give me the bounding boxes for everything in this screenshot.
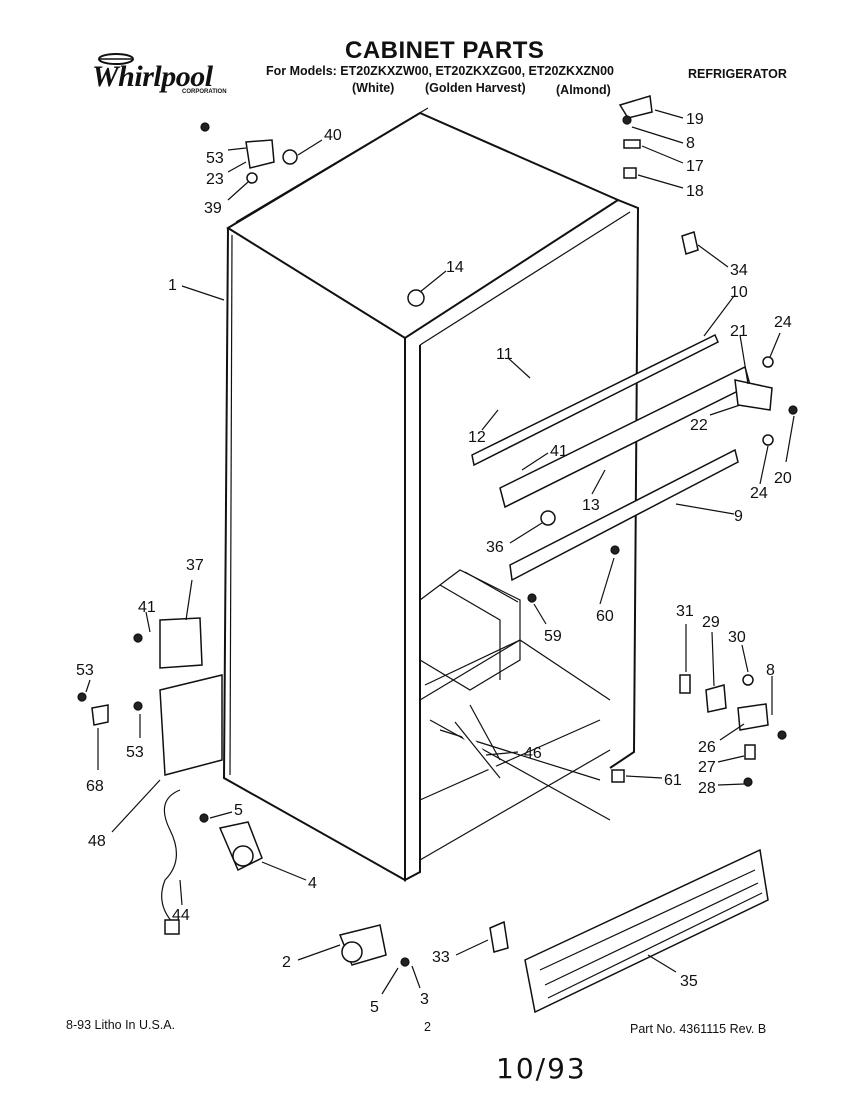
callout-5: 5 <box>234 802 243 819</box>
callout-29: 29 <box>702 614 720 631</box>
page-title: CABINET PARTS <box>345 37 545 64</box>
harness-37 <box>159 617 203 669</box>
part-39 <box>246 172 258 184</box>
callout-27: 27 <box>698 759 716 776</box>
callout-68: 68 <box>86 778 104 795</box>
bottom-grille <box>524 848 769 1014</box>
part-14 <box>407 289 425 307</box>
leader-lines <box>85 109 795 995</box>
part-68 <box>91 704 109 726</box>
callout-40: 40 <box>324 127 342 144</box>
variant-golden: (Golden Harvest) <box>425 81 526 95</box>
interior-duct <box>419 569 601 801</box>
washer-24b <box>762 434 774 446</box>
part-27 <box>744 744 756 760</box>
hinge-21-22 <box>734 379 773 411</box>
callout-8: 8 <box>686 135 695 152</box>
callout-3: 3 <box>420 991 429 1008</box>
part-18 <box>623 167 637 179</box>
whirlpool-logo: Whirlpool CORPORATION <box>86 50 232 102</box>
callout-30: 30 <box>728 629 746 646</box>
callout-21: 21 <box>730 323 748 340</box>
callout-39: 39 <box>204 200 222 217</box>
brand-sub: CORPORATION <box>182 89 227 95</box>
callout-24: 24 <box>774 314 792 331</box>
part-61 <box>611 769 625 783</box>
shelf-rails <box>471 333 751 582</box>
part-33 <box>489 920 509 953</box>
callout-41: 41 <box>550 443 568 460</box>
callout-2: 2 <box>282 954 291 971</box>
callout-19: 19 <box>686 111 704 128</box>
callout-18: 18 <box>686 183 704 200</box>
part-40 <box>282 149 298 165</box>
callout-22: 22 <box>690 417 708 434</box>
models-line: For Models: ET20ZKXZW00, ET20ZKXZG00, ET… <box>266 64 614 78</box>
handwritten-date: 10/93 <box>496 1052 587 1085</box>
callout-41: 41 <box>138 599 156 616</box>
callout-53: 53 <box>126 744 144 761</box>
page-number: 2 <box>424 1020 431 1034</box>
callout-60: 60 <box>596 608 614 625</box>
callout-36: 36 <box>486 539 504 556</box>
callout-labels: 53 23 39 40 19 8 17 18 34 14 1 10 24 21 … <box>76 111 792 1016</box>
brand-name: Whirlpool <box>92 60 213 93</box>
callout-44: 44 <box>172 907 190 924</box>
callout-14: 14 <box>446 259 464 276</box>
cabinet-body <box>222 107 640 882</box>
part-31 <box>679 674 691 694</box>
callout-31: 31 <box>676 603 694 620</box>
part-23 <box>245 139 275 169</box>
callout-24: 24 <box>750 485 768 502</box>
callout-11: 11 <box>496 346 513 363</box>
callout-53: 53 <box>206 150 224 167</box>
variant-white: (White) <box>352 81 395 95</box>
part-30 <box>742 674 754 686</box>
callout-1: 1 <box>168 277 177 294</box>
callout-48: 48 <box>88 833 106 850</box>
litho-note: 8-93 Litho In U.S.A. <box>66 1018 176 1032</box>
callout-4: 4 <box>308 875 317 892</box>
callout-35: 35 <box>680 973 698 990</box>
callout-28: 28 <box>698 780 716 797</box>
callout-20: 20 <box>774 470 792 487</box>
hinge-26 <box>737 703 769 731</box>
callout-10: 10 <box>730 284 748 301</box>
callout-33: 33 <box>432 949 450 966</box>
callout-26: 26 <box>698 739 716 756</box>
part-19 <box>618 95 653 119</box>
variant-almond: (Almond) <box>556 83 611 97</box>
part-36 <box>540 510 556 526</box>
part-number: Part No. 4361115 Rev. B <box>630 1022 767 1036</box>
callout-61: 61 <box>664 772 682 789</box>
rail-9 <box>509 448 739 582</box>
callout-12: 12 <box>468 429 486 446</box>
whirlpool-logo-emblem <box>98 53 134 65</box>
bracket-48 <box>159 674 223 776</box>
callout-59: 59 <box>544 628 562 645</box>
small-parts <box>91 95 774 966</box>
part-29 <box>705 684 727 713</box>
callout-37: 37 <box>186 557 204 574</box>
rail-10 <box>471 333 719 467</box>
callout-17: 17 <box>686 158 704 175</box>
callout-8: 8 <box>766 662 775 679</box>
tube-46 <box>454 721 501 779</box>
screws <box>77 115 798 967</box>
washer-24a <box>762 356 774 368</box>
callout-53: 53 <box>76 662 94 679</box>
part-17 <box>623 139 641 149</box>
callout-23: 23 <box>206 171 224 188</box>
cord-44 <box>161 789 181 926</box>
plug-44 <box>164 919 180 935</box>
part-34 <box>681 231 699 255</box>
category-label: REFRIGERATOR <box>688 67 787 81</box>
callout-9: 9 <box>734 508 743 525</box>
callout-34: 34 <box>730 262 748 279</box>
callout-13: 13 <box>582 497 600 514</box>
callout-46: 46 <box>524 745 542 762</box>
callout-5: 5 <box>370 999 379 1016</box>
